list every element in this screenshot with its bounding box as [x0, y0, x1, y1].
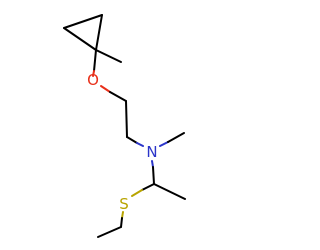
sulfur-methyl-bond-sulfur-half — [121, 211, 124, 219]
nitrogen-ch-bond-carbon-half — [152, 166, 155, 185]
ring-bond-left — [63, 27, 97, 51]
ch-methyl-bond — [153, 183, 186, 200]
oxygen-ch2-bond-oxygen-half — [100, 85, 111, 93]
ring-methyl-bond — [95, 49, 122, 63]
ch2-nitrogen-bond-carbon-half — [126, 136, 138, 144]
ring-bond-top — [63, 14, 103, 29]
nitrogen-methyl-bond-nitrogen-half — [159, 141, 169, 147]
sulfur-methyl-bond-terminal — [97, 226, 122, 238]
molecule-structure-diagram: O N S — [63, 14, 186, 238]
ring-oxygen-bond-carbon-half — [93, 49, 97, 72]
oxygen-atom-label: O — [87, 71, 99, 89]
ethylene-bond — [125, 100, 128, 138]
ch-sulfur-bond-carbon-half — [141, 183, 155, 191]
nitrogen-ch-bond-nitrogen-half — [151, 160, 154, 168]
sulfur-methyl-bond-carbon-half — [120, 217, 123, 228]
ch2-nitrogen-bond-nitrogen-half — [136, 142, 144, 147]
ring-oxygen-bond-oxygen-half — [92, 70, 95, 77]
ring-bond-right — [95, 14, 103, 51]
nitrogen-atom-label: N — [146, 143, 157, 161]
nitrogen-methyl-bond-carbon-half — [167, 132, 185, 143]
oxygen-ch2-bond-carbon-half — [109, 91, 127, 102]
sulfur-atom-label: S — [119, 195, 129, 213]
ch-sulfur-bond-sulfur-half — [131, 189, 143, 197]
